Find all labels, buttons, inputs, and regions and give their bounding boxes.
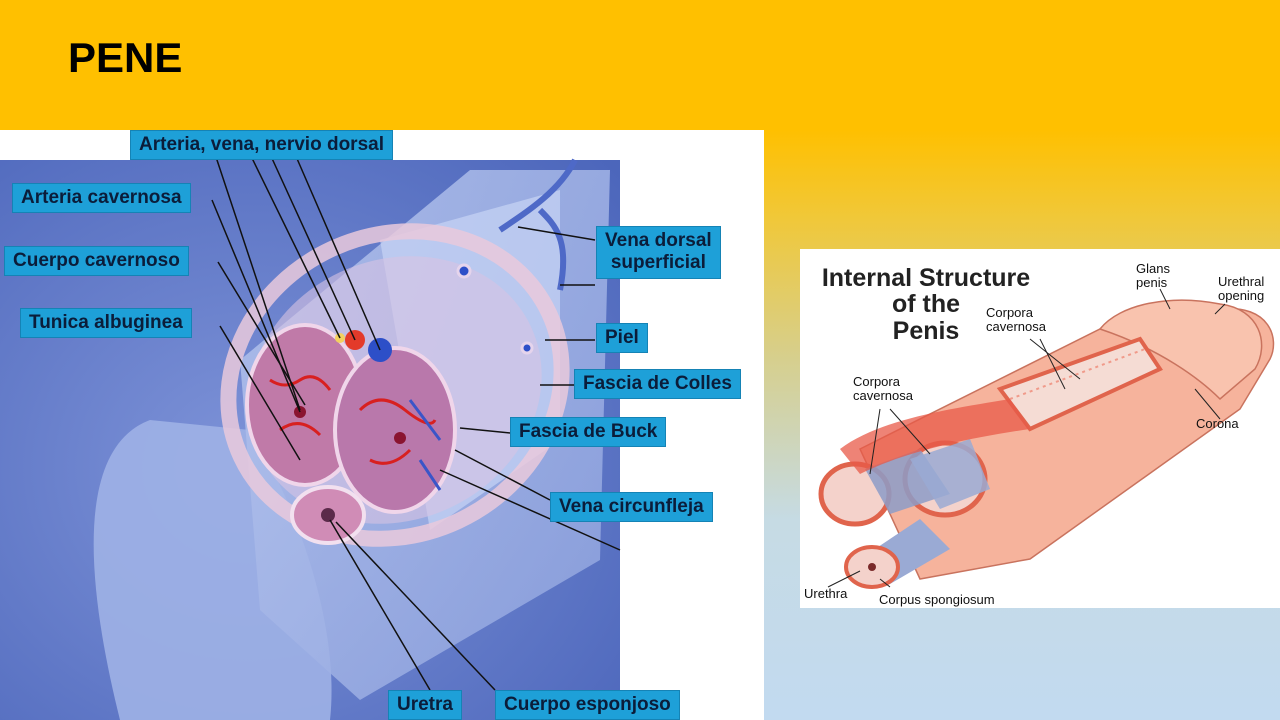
right-title-line3: Penis xyxy=(892,316,960,345)
internal-structure-illustration xyxy=(818,288,1275,589)
label-vena-dorsal-line1: Vena dorsal xyxy=(605,230,712,251)
label-glans-penis: Glans penis xyxy=(1136,262,1170,289)
label-glans-line1: Glans xyxy=(1136,261,1170,276)
label-corpora-top-line1: Corpora xyxy=(986,305,1033,320)
label-tunica-albuginea: Tunica albuginea xyxy=(20,308,192,339)
label-arteria-vena-nervio-dorsal: Arteria, vena, nervio dorsal xyxy=(130,130,393,161)
label-corpora-left-line1: Corpora xyxy=(853,374,900,389)
right-title-line2: of the xyxy=(891,290,961,319)
label-cuerpo-cavernoso: Cuerpo cavernoso xyxy=(4,246,189,277)
label-cuerpo-esponjoso: Cuerpo esponjoso xyxy=(495,690,680,720)
cross-section-illustration xyxy=(0,153,621,720)
label-urethral-line2: opening xyxy=(1218,287,1265,303)
label-vena-circunfleja: Vena circunfleja xyxy=(550,492,713,523)
label-corpora-left-line2: cavernosa xyxy=(853,387,913,403)
label-arteria-cavernosa: Arteria cavernosa xyxy=(12,183,191,214)
label-corona: Corona xyxy=(1196,416,1239,431)
right-title-line1: Internal Structure xyxy=(821,264,1031,292)
label-corpora-cavernosa-left: Corpora cavernosa xyxy=(853,375,913,402)
label-corpus-spongiosum: Corpus spongiosum xyxy=(879,592,995,607)
label-corpora-cavernosa-top: Corpora cavernosa xyxy=(986,306,1046,333)
internal-structure-diagram: Internal Structure of the Penis Glans pe… xyxy=(800,249,1280,608)
label-fascia-buck: Fascia de Buck xyxy=(510,417,667,448)
label-glans-line2: penis xyxy=(1136,274,1168,290)
slide-title: PENE xyxy=(68,34,183,81)
label-uretra: Uretra xyxy=(388,690,462,720)
label-vena-dorsal-line2: superficial xyxy=(610,252,706,274)
label-vena-dorsal-superficial: Vena dorsal superficial xyxy=(596,226,721,279)
label-corpora-top-line2: cavernosa xyxy=(986,318,1046,334)
label-fascia-colles: Fascia de Colles xyxy=(574,369,741,400)
right-diagram-title: Internal Structure of the Penis xyxy=(808,265,1044,344)
label-urethral-opening: Urethral opening xyxy=(1218,275,1264,302)
cross-section-diagram: Arteria, vena, nervio dorsal Arteria cav… xyxy=(0,130,764,720)
label-urethra: Urethra xyxy=(804,586,848,601)
label-urethral-line1: Urethral xyxy=(1218,274,1265,289)
label-piel: Piel xyxy=(596,323,648,354)
